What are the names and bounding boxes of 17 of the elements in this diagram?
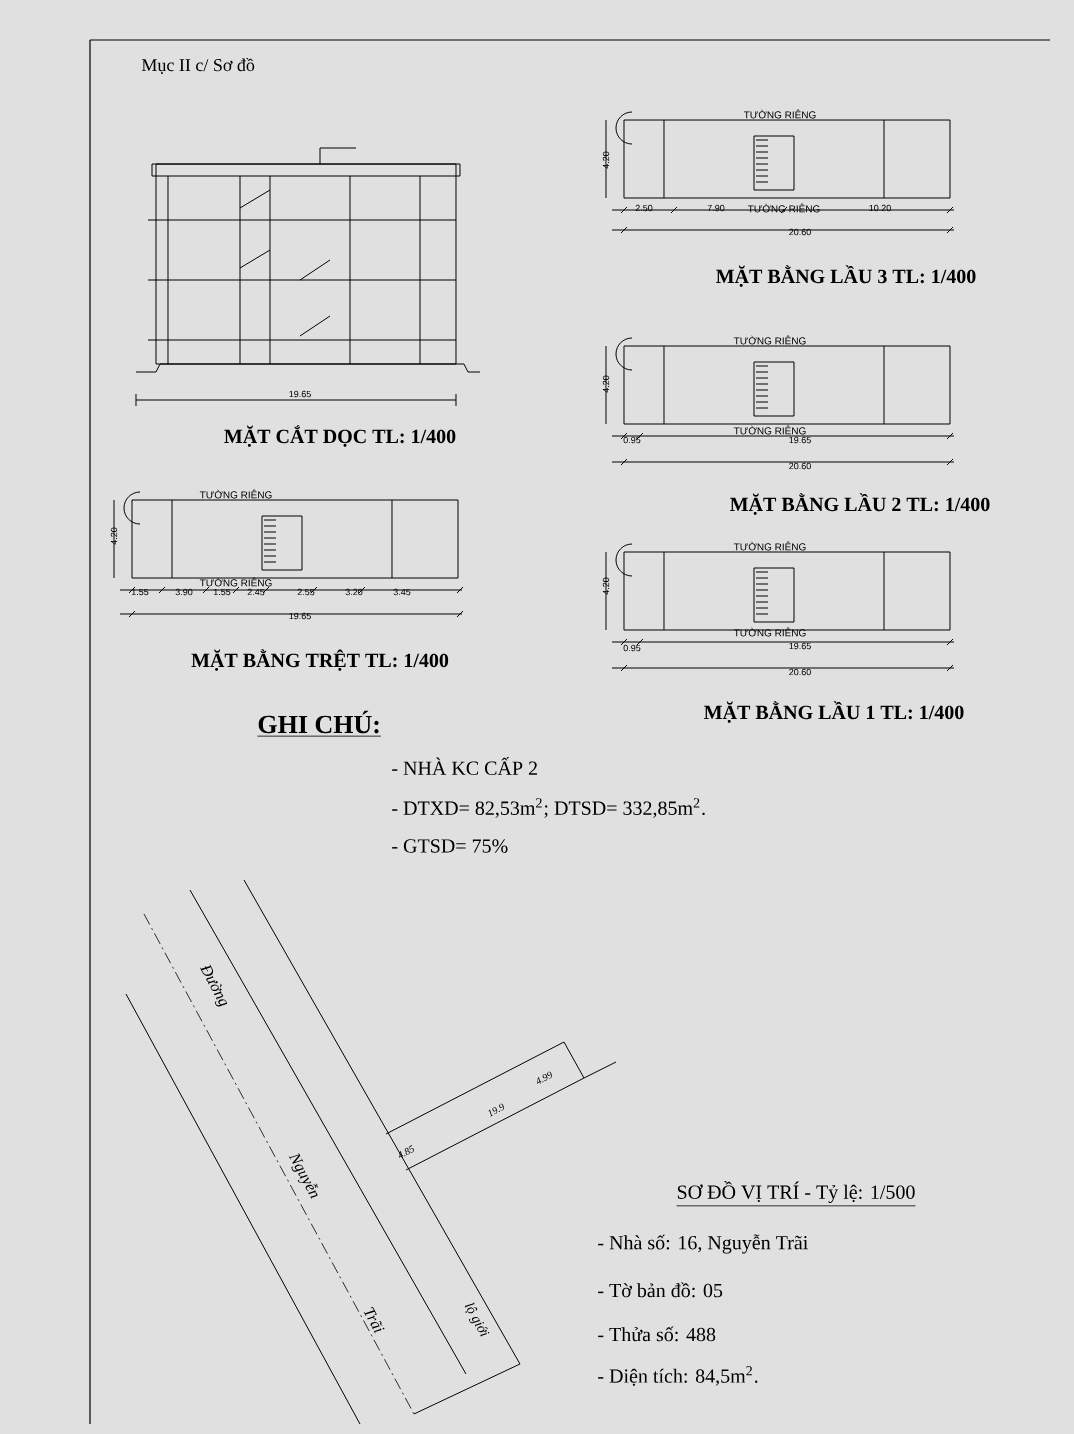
note-text: - DTXD= 82,53m$^{2}$; DTSD= 332,85m$^{2}$. (392, 798, 705, 818)
site-info-text: - Diện tích: 84,5m$^{2}$. (598, 1366, 758, 1386)
site-info-text: - Nhà số: 16, Nguyễn Trãi (598, 1234, 808, 1254)
site-plan-heading: SƠ ĐỒ VỊ TRÍ - Tỷ lệ: 1/500 (676, 1180, 916, 1207)
site-info-text: - Thửa số: 488 (598, 1326, 716, 1342)
drawing-title: MẶT BẰNG LẦU 2 TL: 1/400 (730, 493, 990, 515)
drawing-title: MẶT BẰNG TRỆT TL: 1/400 (191, 649, 449, 671)
site-info-text: - Tờ bản đồ: 05 (598, 1282, 723, 1298)
street-name: Trãi (363, 1307, 385, 1334)
notes-heading: GHI CHÚ: (257, 710, 382, 737)
note-text: - GTSD= 75% (392, 839, 508, 853)
page-heading: Mục II c/ Sơ đồ (141, 58, 255, 74)
note-text: - NHÀ KC CẤP 2 (392, 757, 537, 775)
drawing-title: MẶT BẰNG LẦU 3 TL: 1/400 (716, 265, 976, 287)
drawing-title: MẶT BẰNG LẦU 1 TL: 1/400 (704, 701, 964, 723)
street-name: Đường (200, 964, 228, 1007)
drawing-title: MẶT CẮT DỌC TL: 1/400 (224, 425, 456, 447)
